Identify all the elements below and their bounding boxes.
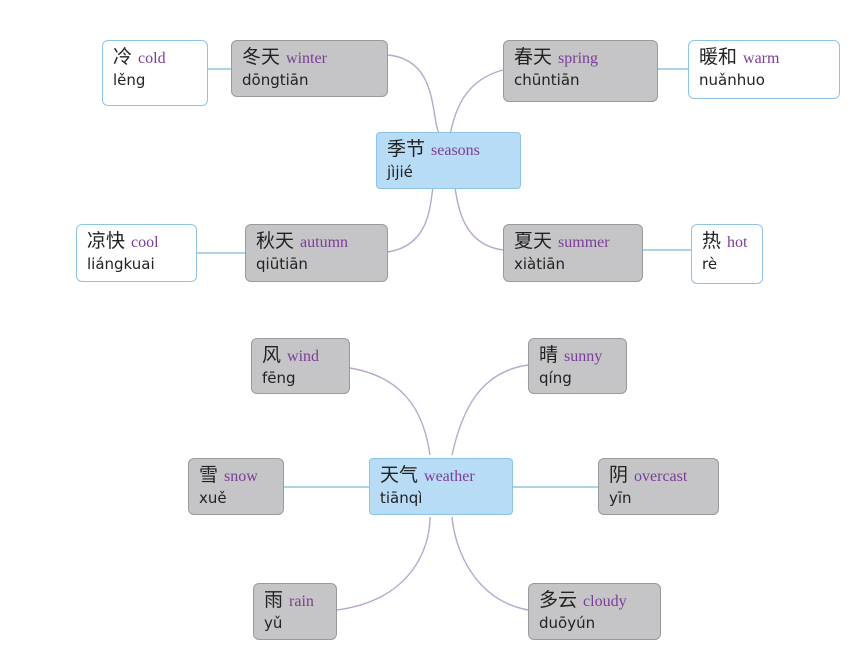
weather-english: weather [424, 468, 475, 485]
wind-chinese: 风 [262, 344, 282, 366]
cold-chinese: 冷 [113, 46, 133, 68]
node-seasons-center: 季节 seasons jìjié [376, 132, 521, 189]
summer-pinyin: xiàtiān [514, 255, 565, 273]
node-cold: 冷 cold lěng [102, 40, 208, 106]
snow-pinyin: xuě [199, 489, 227, 507]
winter-chinese: 冬天 [242, 46, 281, 68]
spring-english: spring [558, 50, 599, 67]
sunny-english: sunny [564, 348, 603, 365]
cool-english: cool [131, 234, 159, 251]
cloudy-english: cloudy [583, 593, 627, 610]
weather-chinese: 天气 [380, 464, 419, 486]
connector-weather-rain [336, 516, 431, 611]
rain-chinese: 雨 [264, 589, 284, 611]
connector-seasons-winter [387, 54, 441, 136]
hot-pinyin: rè [702, 255, 718, 273]
autumn-english: autumn [300, 234, 349, 251]
cloudy-chinese: 多云 [539, 589, 578, 611]
snow-chinese: 雪 [199, 464, 219, 486]
hot-chinese: 热 [702, 230, 722, 252]
summer-english: summer [558, 234, 610, 251]
node-cool: 凉快 cool liángkuai [76, 224, 197, 282]
cold-pinyin: lěng [113, 71, 146, 89]
node-rain: 雨 rain yǔ [253, 583, 337, 640]
node-snow: 雪 snow xuě [188, 458, 284, 515]
node-cloudy: 多云 cloudy duōyún [528, 583, 661, 640]
warm-english: warm [743, 50, 780, 67]
winter-pinyin: dōngtiān [242, 71, 309, 89]
node-hot: 热 hot rè [691, 224, 763, 284]
cool-chinese: 凉快 [87, 230, 126, 252]
cold-english: cold [138, 50, 166, 67]
connector-weather-wind [349, 367, 431, 456]
cool-pinyin: liángkuai [87, 255, 155, 273]
node-spring: 春天 spring chūntiān [503, 40, 658, 102]
seasons-chinese: 季节 [387, 138, 426, 160]
winter-english: winter [286, 50, 327, 67]
connector-seasons-autumn [387, 186, 434, 253]
sunny-chinese: 晴 [539, 344, 559, 366]
overcast-pinyin: yīn [609, 489, 632, 507]
wind-english: wind [287, 348, 320, 365]
seasons-english: seasons [431, 142, 480, 159]
connector-seasons-summer [454, 186, 504, 251]
connector-seasons-spring [449, 69, 504, 136]
snow-english: snow [224, 468, 258, 485]
overcast-english: overcast [634, 468, 688, 485]
node-warm: 暖和 warm nuǎnhuo [688, 40, 840, 99]
node-overcast: 阴 overcast yīn [598, 458, 719, 515]
node-sunny: 晴 sunny qíng [528, 338, 627, 394]
autumn-chinese: 秋天 [256, 230, 295, 252]
connector-weather-cloudy [451, 516, 529, 611]
autumn-pinyin: qiūtiān [256, 255, 308, 273]
cloudy-pinyin: duōyún [539, 614, 596, 632]
spring-pinyin: chūntiān [514, 71, 580, 89]
sunny-pinyin: qíng [539, 369, 572, 387]
node-weather-center: 天气 weather tiānqì [369, 458, 513, 515]
overcast-chinese: 阴 [609, 464, 629, 486]
wind-pinyin: fēng [262, 369, 296, 387]
warm-chinese: 暖和 [699, 46, 738, 68]
rain-english: rain [289, 593, 314, 610]
node-wind: 风 wind fēng [251, 338, 350, 394]
spring-chinese: 春天 [514, 46, 553, 68]
seasons-pinyin: jìjié [387, 163, 413, 181]
summer-chinese: 夏天 [514, 230, 553, 252]
node-winter: 冬天 winter dōngtiān [231, 40, 388, 97]
connector-weather-sunny [451, 364, 529, 456]
node-summer: 夏天 summer xiàtiān [503, 224, 643, 282]
hot-english: hot [727, 234, 748, 251]
node-autumn: 秋天 autumn qiūtiān [245, 224, 388, 282]
warm-pinyin: nuǎnhuo [699, 71, 765, 89]
rain-pinyin: yǔ [264, 614, 283, 632]
weather-pinyin: tiānqì [380, 489, 423, 507]
